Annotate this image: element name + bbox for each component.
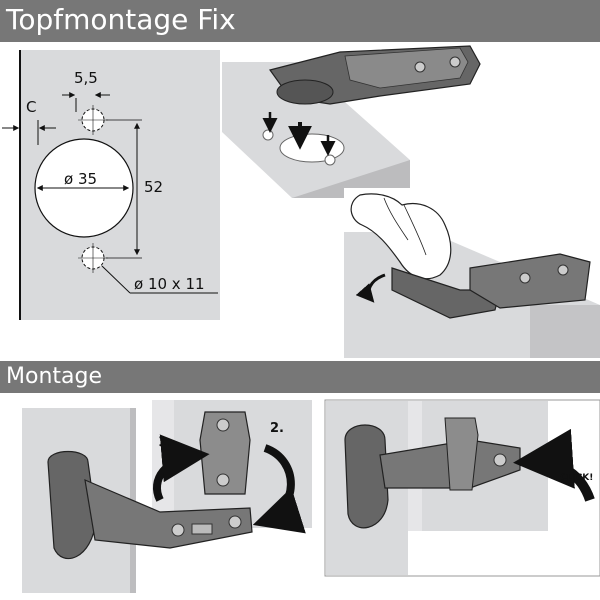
click-label: CLICK! xyxy=(560,473,593,483)
step1-label: 1. xyxy=(158,435,172,450)
section-title: Montage xyxy=(6,364,102,389)
step2-arrow xyxy=(252,444,306,534)
hinge-cup-right xyxy=(344,424,389,529)
pin-hole-label: ø 10 x 11 xyxy=(134,275,205,293)
page-title: Topfmontage Fix xyxy=(6,3,236,36)
step2-label: 2. xyxy=(270,421,284,436)
rotate-arrow xyxy=(355,273,386,303)
offset-dimension-label: 5,5 xyxy=(74,69,98,87)
step1-arrow xyxy=(152,434,210,502)
hand-fingers xyxy=(350,193,452,280)
header-bar: Topfmontage Fix xyxy=(0,0,600,42)
hinge-lever xyxy=(391,267,501,319)
drilling-diagram: C 5,5 ø 35 52 ø 10 x 11 xyxy=(2,50,220,320)
section-bar-montage: Montage xyxy=(0,361,600,393)
lever-press-illustration xyxy=(344,188,600,358)
hinge-cup xyxy=(276,79,334,105)
hinge-insert-illustration xyxy=(222,45,481,198)
height-dimension-label: 52 xyxy=(144,178,163,196)
cup-diameter-label: ø 35 xyxy=(64,170,97,188)
mounting-left-illustration: 1. 2. xyxy=(22,400,312,593)
c-dimension-label: C xyxy=(26,98,36,116)
mounting-right-illustration: CLICK! xyxy=(324,399,600,577)
click-arrow xyxy=(513,428,595,502)
side-panel-top xyxy=(222,62,410,198)
